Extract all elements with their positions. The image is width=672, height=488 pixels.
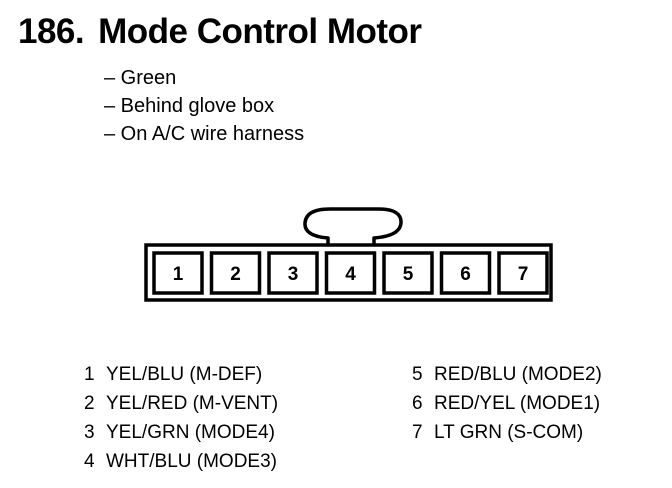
connector-cavity-2 bbox=[209, 251, 262, 295]
pinout-left-column: 1 YEL/BLU (M-DEF) 2 YEL/RED (M-VENT) 3 YEL/… bbox=[84, 360, 278, 476]
connector-cavity-1 bbox=[152, 251, 204, 295]
pinout-row: 5 RED/BLU (MODE2) bbox=[412, 360, 602, 389]
pin-number: 4 bbox=[84, 451, 95, 472]
detail-location: – Behind glove box bbox=[104, 95, 275, 117]
pin-wire: YEL/BLU (M-DEF) bbox=[106, 364, 263, 385]
cavity-number: 4 bbox=[345, 264, 356, 285]
cavity-number: 3 bbox=[288, 264, 299, 285]
detail-color: – Green bbox=[104, 67, 177, 89]
pinout-row: 7 LT GRN (S-COM) bbox=[412, 418, 602, 447]
connector-cavity-4 bbox=[324, 251, 377, 295]
pin-number: 2 bbox=[84, 393, 95, 414]
pinout-row: 2 YEL/RED (M-VENT) bbox=[84, 389, 278, 418]
pinout-row: 3 YEL/GRN (MODE4) bbox=[84, 418, 278, 447]
pin-number: 7 bbox=[412, 422, 423, 443]
component-details: – Green – Behind glove box – On A/C wire… bbox=[104, 64, 304, 148]
component-number: 186. bbox=[18, 12, 85, 51]
cavity-number: 7 bbox=[518, 264, 529, 285]
connector-cavity-7 bbox=[497, 251, 549, 295]
cavity-number: 2 bbox=[230, 264, 241, 285]
pinout-row: 6 RED/YEL (MODE1) bbox=[412, 389, 602, 418]
pin-wire: RED/YEL (MODE1) bbox=[434, 393, 601, 414]
cavity-number: 6 bbox=[460, 264, 471, 285]
connector-lock-tab bbox=[303, 207, 403, 247]
cavity-number: 5 bbox=[403, 264, 414, 285]
pinout-row: 1 YEL/BLU (M-DEF) bbox=[84, 360, 278, 389]
pinout-row: 4 WHT/BLU (MODE3) bbox=[84, 447, 278, 476]
pin-number: 1 bbox=[84, 364, 95, 385]
detail-harness: – On A/C wire harness bbox=[104, 123, 305, 145]
pin-wire: WHT/BLU (MODE3) bbox=[106, 451, 277, 472]
pinout-right-column: 5 RED/BLU (MODE2) 6 RED/YEL (MODE1) 7 LT GR… bbox=[412, 360, 602, 447]
cavity-number: 1 bbox=[173, 264, 184, 285]
pin-number: 6 bbox=[412, 393, 423, 414]
pin-number: 5 bbox=[412, 364, 423, 385]
pin-number: 3 bbox=[84, 422, 95, 443]
pin-wire: YEL/GRN (MODE4) bbox=[106, 422, 275, 443]
page-title: 186. Mode Control Motor bbox=[18, 12, 422, 52]
component-name: Mode Control Motor bbox=[98, 12, 422, 51]
pin-wire: YEL/RED (M-VENT) bbox=[106, 393, 279, 414]
connector-cavity-3 bbox=[267, 251, 319, 295]
pin-wire: LT GRN (S-COM) bbox=[434, 422, 584, 443]
connector-cavity-6 bbox=[439, 251, 492, 295]
connector-cavity-5 bbox=[382, 251, 434, 295]
pin-wire: RED/BLU (MODE2) bbox=[434, 364, 602, 385]
